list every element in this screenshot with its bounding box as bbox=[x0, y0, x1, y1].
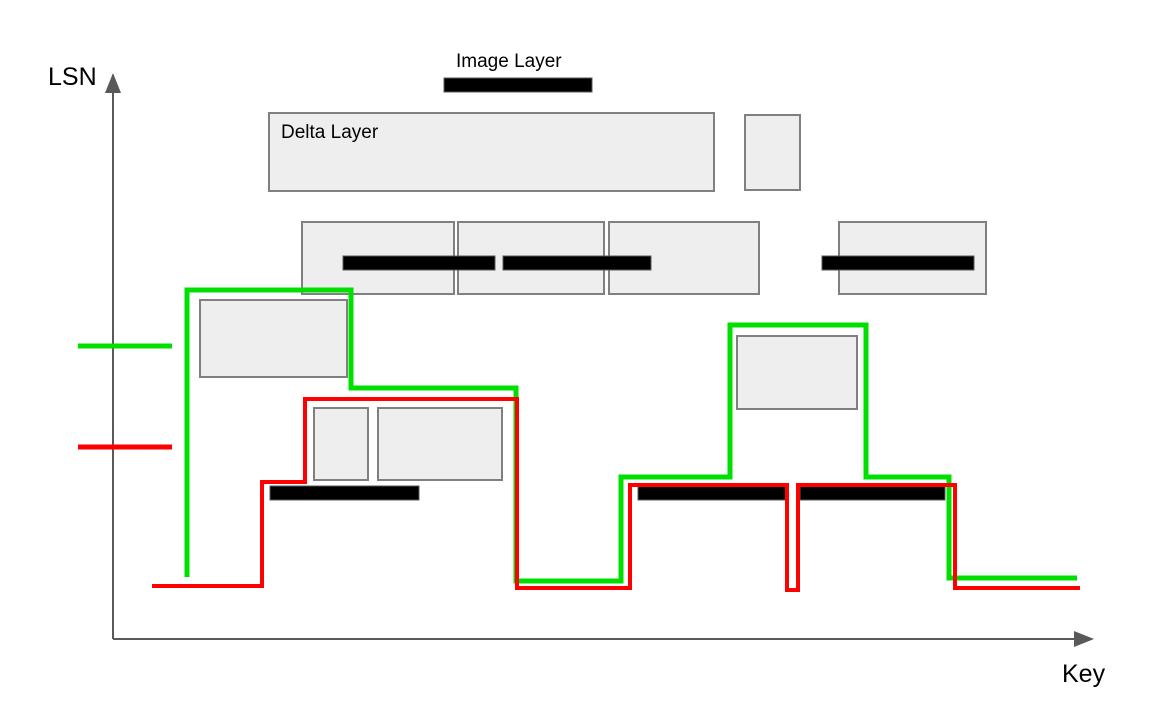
image-layer-label: Image Layer bbox=[456, 51, 562, 72]
image-bar-lower-mid bbox=[637, 485, 788, 501]
delta-box-top-right bbox=[744, 114, 801, 191]
delta-box-green-step bbox=[199, 299, 348, 378]
image-bar-lower-left bbox=[269, 485, 420, 501]
image-bar-row2-far-right bbox=[821, 255, 975, 271]
delta-box-green-peak bbox=[736, 335, 858, 410]
red-lsn-boundary-line bbox=[152, 397, 1080, 592]
green-lsn-boundary-line bbox=[184, 287, 1077, 584]
x-axis-label: Key bbox=[1062, 660, 1106, 688]
image-layer-legend-bar bbox=[443, 77, 593, 93]
image-bar-row2-left bbox=[342, 255, 496, 271]
image-bar-row2-right bbox=[502, 255, 652, 271]
y-axis-label: LSN bbox=[48, 63, 97, 91]
delta-layer-label: Delta Layer bbox=[281, 122, 379, 143]
image-bar-lower-right bbox=[799, 485, 946, 501]
delta-layer-main bbox=[268, 112, 715, 192]
delta-box-red-narrow bbox=[313, 407, 369, 481]
delta-box-red-wide bbox=[377, 407, 503, 481]
